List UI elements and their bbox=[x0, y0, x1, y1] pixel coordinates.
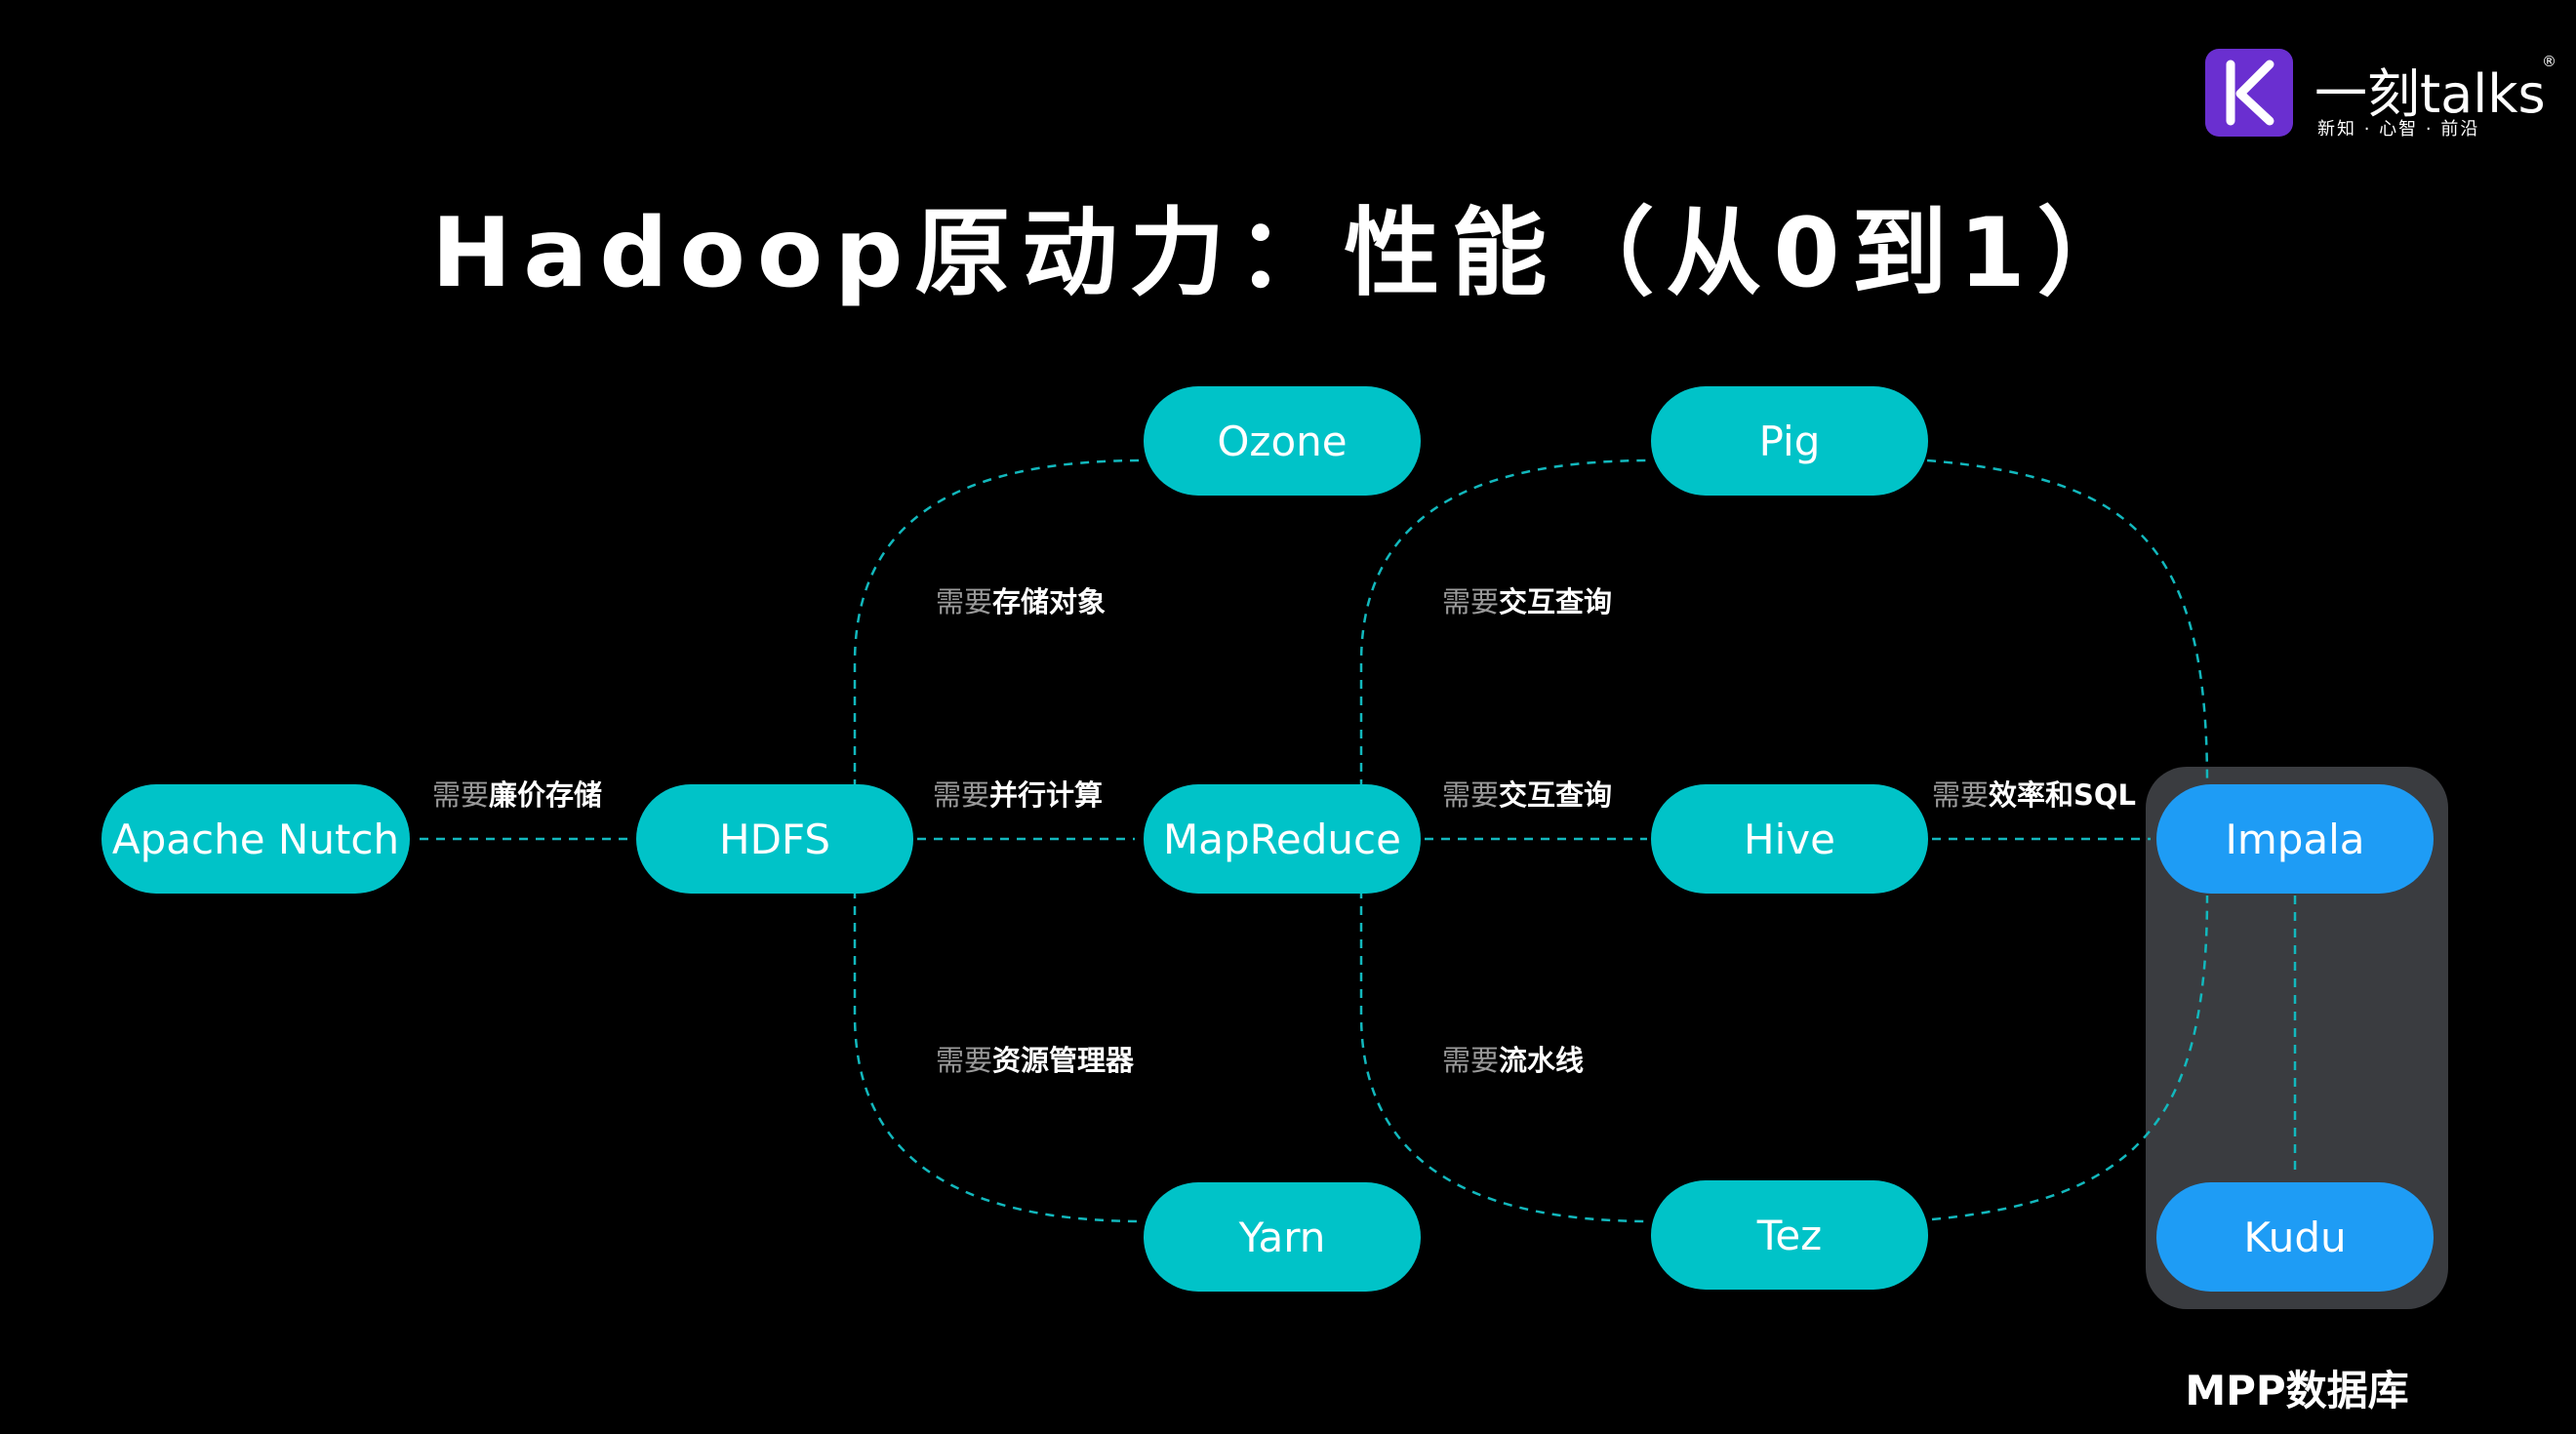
edge-hdfs-yarn bbox=[853, 890, 1145, 1223]
edge-label-text: 廉价存储 bbox=[489, 778, 603, 812]
node-pig[interactable]: Pig bbox=[1651, 386, 1928, 496]
node-kudu[interactable]: Kudu bbox=[2156, 1182, 2434, 1292]
node-impala[interactable]: Impala bbox=[2156, 784, 2434, 894]
edge-label-text: 效率和SQL bbox=[1989, 778, 2137, 812]
edge-label-text: 存储对象 bbox=[992, 585, 1107, 618]
node-ozone[interactable]: Ozone bbox=[1144, 386, 1421, 496]
edge-label-prefix: 需要 bbox=[1442, 1044, 1500, 1077]
edge-tez-impala bbox=[1931, 895, 2209, 1221]
k-glyph-icon bbox=[2226, 60, 2274, 126]
node-mapreduce[interactable]: MapReduce bbox=[1144, 784, 1421, 894]
edge-label-prefix: 需要 bbox=[1442, 585, 1500, 618]
edge-label-nutch-hdfs: 需要廉价存储 bbox=[432, 773, 602, 814]
edge-hdfs-ozone bbox=[853, 458, 1145, 788]
edge-label-text: 流水线 bbox=[1499, 1044, 1585, 1077]
edge-label-text: 交互查询 bbox=[1499, 778, 1613, 812]
node-hive[interactable]: Hive bbox=[1651, 784, 1928, 894]
edge-label-mapreduce-hive: 需要交互查询 bbox=[1442, 773, 1612, 814]
node-yarn[interactable]: Yarn bbox=[1144, 1182, 1421, 1292]
edge-label-prefix: 需要 bbox=[936, 585, 993, 618]
edge-label-prefix: 需要 bbox=[1442, 778, 1500, 812]
slide-title: Hadoop原动力：性能（从0到1） bbox=[431, 198, 2145, 309]
brand-slogan: 新知 · 心智 · 前沿 bbox=[2317, 119, 2480, 139]
brand-logo: 一刻talks ® 新知 · 心智 · 前沿 bbox=[2205, 49, 2556, 141]
edge-label-prefix: 需要 bbox=[432, 778, 490, 812]
node-apache-nutch[interactable]: Apache Nutch bbox=[101, 784, 410, 894]
edge-label-text: 并行计算 bbox=[989, 778, 1104, 812]
edge-label-hive-impala: 需要效率和SQL bbox=[1932, 773, 2136, 814]
edge-label-hdfs-yarn: 需要资源管理器 bbox=[936, 1038, 1134, 1079]
node-hdfs[interactable]: HDFS bbox=[636, 784, 913, 894]
k-logo-icon bbox=[2205, 49, 2293, 137]
registered-mark: ® bbox=[2542, 53, 2556, 70]
mpp-group-label: MPP数据库 bbox=[2185, 1367, 2409, 1414]
brand-name: 一刻talks bbox=[2314, 63, 2546, 125]
edge-label-hdfs-mapreduce: 需要并行计算 bbox=[933, 773, 1103, 814]
edge-label-prefix: 需要 bbox=[936, 1044, 993, 1077]
edge-mapreduce-tez bbox=[1359, 890, 1652, 1223]
edge-label-text: 资源管理器 bbox=[992, 1044, 1135, 1077]
edge-label-mapreduce-tez: 需要流水线 bbox=[1442, 1038, 1584, 1079]
edge-label-hdfs-ozone: 需要存储对象 bbox=[936, 579, 1106, 620]
edge-pig-impala bbox=[1926, 458, 2209, 785]
edge-mapreduce-pig bbox=[1359, 458, 1652, 788]
node-tez[interactable]: Tez bbox=[1651, 1180, 1928, 1290]
edge-label-text: 交互查询 bbox=[1499, 585, 1613, 618]
edge-label-prefix: 需要 bbox=[1932, 778, 1990, 812]
edge-label-prefix: 需要 bbox=[933, 778, 990, 812]
edge-label-mapreduce-pig: 需要交互查询 bbox=[1442, 579, 1612, 620]
